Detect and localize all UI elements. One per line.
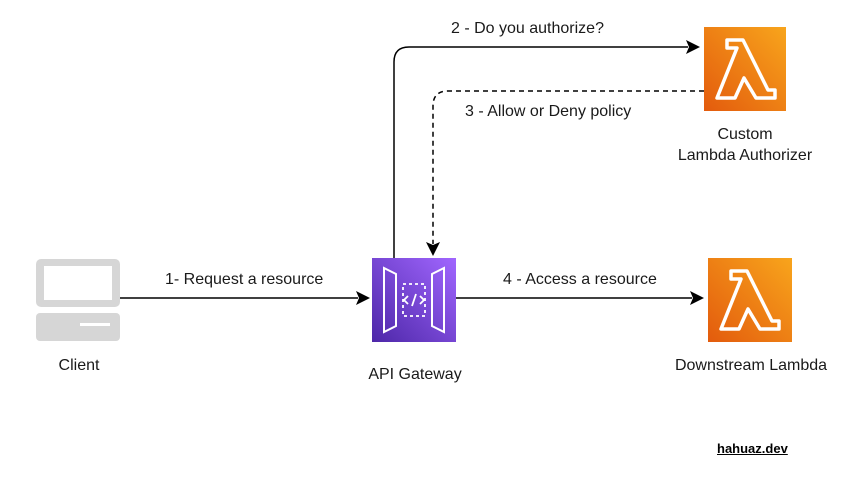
edge-label-access: 4 - Access a resource	[503, 271, 657, 288]
authorizer-label-line2: Lambda Authorizer	[677, 147, 813, 164]
authorizer-label-line1: Custom	[717, 126, 773, 143]
edge-label-request: 1- Request a resource	[165, 271, 324, 288]
edge-request	[120, 291, 370, 305]
edge-label-authorize: 2 - Do you authorize?	[451, 20, 604, 37]
lambda-icon	[704, 27, 786, 111]
downstream-label: Downstream Lambda	[674, 357, 828, 374]
edge-label-policy: 3 - Allow or Deny policy	[465, 103, 632, 120]
client-label: Client	[58, 357, 100, 374]
edge-policy	[426, 90, 704, 256]
api-gateway-icon	[372, 258, 456, 342]
laptop-icon	[36, 259, 120, 341]
lambda-icon	[708, 258, 792, 342]
credit-link[interactable]: hahuaz.dev	[717, 441, 788, 456]
gateway-label: API Gateway	[368, 366, 462, 383]
edge-authorize	[393, 40, 700, 258]
edge-access	[456, 291, 704, 305]
